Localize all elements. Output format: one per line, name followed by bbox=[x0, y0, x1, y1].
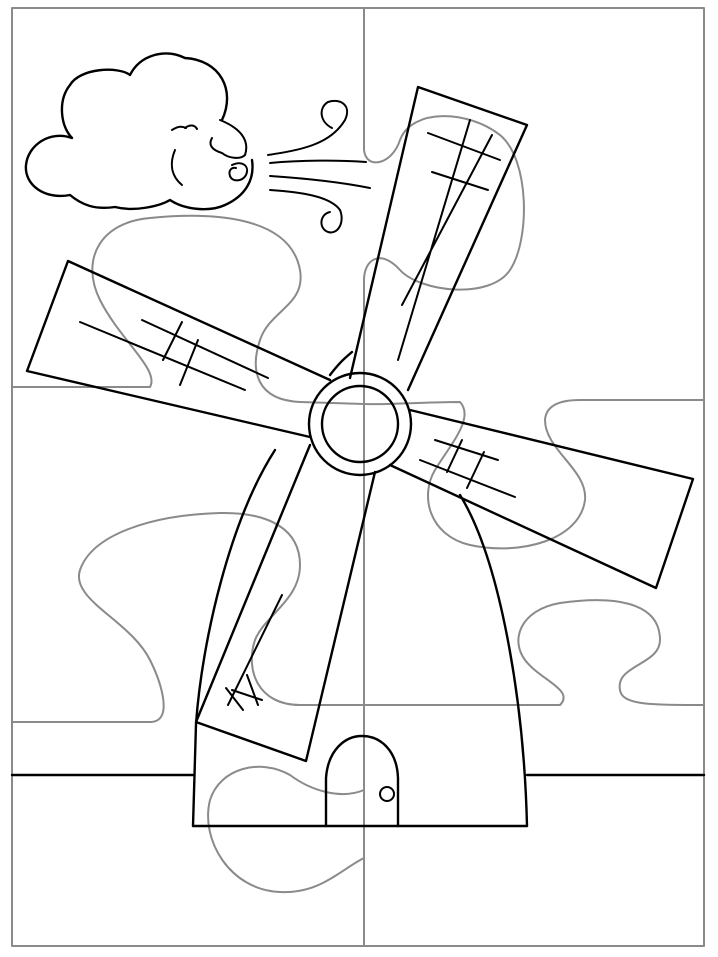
cloud-outline bbox=[24, 52, 254, 211]
sail-hub-inner bbox=[320, 384, 400, 464]
door-knob-icon bbox=[379, 786, 395, 802]
sail-top-lattice bbox=[397, 119, 501, 361]
windmill-sails bbox=[25, 85, 695, 763]
wind-gust-middle-icon bbox=[269, 159, 367, 164]
sail-left-lattice bbox=[79, 319, 269, 391]
sail-left bbox=[25, 259, 332, 439]
sail-bottom bbox=[194, 443, 377, 763]
cloud-eyebrow bbox=[171, 124, 198, 131]
puzzle-outer-border bbox=[11, 7, 705, 947]
sail-bottom-lattice bbox=[225, 594, 283, 711]
sail-top bbox=[348, 85, 529, 392]
puzzle-bottom-knob bbox=[207, 765, 365, 894]
cloud-cheek bbox=[170, 149, 183, 186]
cloud-nose bbox=[209, 119, 248, 159]
sail-right-lattice bbox=[419, 439, 516, 498]
windmill-door bbox=[324, 734, 400, 828]
sail-hub-outer bbox=[307, 371, 413, 477]
sail-right bbox=[388, 408, 695, 590]
tower-left-wall bbox=[191, 448, 277, 828]
puzzle-cut-lines bbox=[11, 7, 705, 947]
cloud-mouth bbox=[228, 162, 248, 182]
wind-cloud bbox=[24, 52, 371, 234]
puzzle-vertical-cut bbox=[363, 7, 525, 947]
tower-right-wall bbox=[458, 493, 529, 828]
wind-gust-lower-icon bbox=[269, 175, 371, 189]
puzzle-horizontal-cut-top bbox=[11, 214, 705, 550]
windmill-tower bbox=[191, 350, 529, 828]
wind-gust-curl-icon bbox=[269, 189, 343, 234]
puzzle-horizontal-cut-bottom bbox=[11, 511, 705, 723]
tower-upper-left bbox=[328, 350, 354, 377]
wind-gust-top-icon bbox=[267, 100, 348, 156]
